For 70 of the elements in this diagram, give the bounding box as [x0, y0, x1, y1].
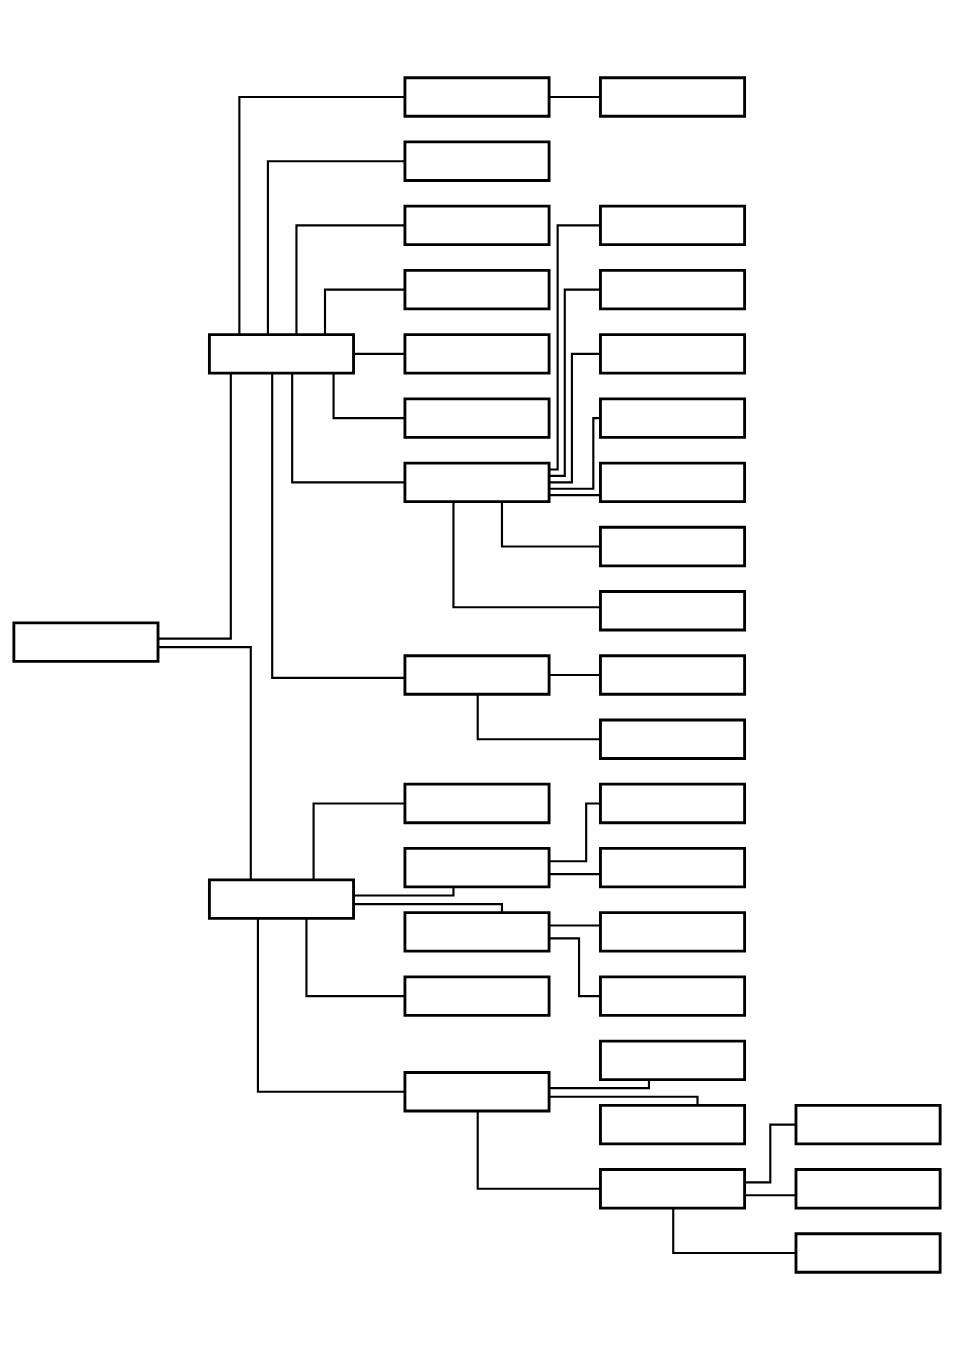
node-box — [403, 461, 551, 503]
connector — [353, 887, 455, 897]
connector — [549, 95, 600, 99]
node-box — [599, 782, 747, 825]
node-box — [599, 525, 747, 568]
connector — [158, 646, 252, 880]
connector — [312, 802, 405, 880]
connector — [549, 924, 600, 927]
connector — [672, 1208, 796, 1255]
node-box — [403, 782, 551, 825]
node-box — [599, 1168, 747, 1210]
node-box — [599, 975, 747, 1017]
node-box — [599, 268, 747, 311]
node-box — [599, 911, 747, 953]
connector — [549, 417, 601, 490]
connector — [271, 373, 405, 679]
node-box — [599, 1039, 747, 1082]
node-box — [207, 878, 355, 920]
connector — [158, 373, 232, 640]
node-box — [599, 1103, 747, 1146]
connector — [744, 1123, 796, 1184]
connector — [549, 873, 600, 876]
connector — [332, 373, 405, 420]
connector — [549, 802, 601, 863]
connector — [549, 1095, 699, 1105]
node-box — [403, 268, 551, 311]
node-box — [794, 1168, 942, 1210]
node-box — [403, 911, 551, 953]
connector — [549, 673, 600, 677]
node-box — [599, 654, 747, 696]
node-box — [794, 1103, 942, 1146]
node-box — [599, 590, 747, 632]
node-box — [403, 397, 551, 439]
connector — [549, 224, 601, 471]
node-box — [599, 718, 747, 760]
connector — [452, 501, 601, 609]
node-box — [403, 654, 551, 696]
node-box — [207, 333, 355, 375]
node-box — [794, 1232, 942, 1274]
connector — [549, 494, 600, 497]
connector — [291, 373, 405, 484]
connector — [549, 288, 601, 477]
node-box — [599, 397, 747, 439]
node-box — [403, 140, 551, 182]
connector — [266, 160, 405, 335]
connector — [500, 501, 601, 548]
node-box — [403, 333, 551, 375]
node-box — [599, 461, 747, 503]
node-box — [599, 333, 747, 375]
connector — [549, 352, 600, 484]
connector — [549, 1079, 651, 1090]
connector — [476, 694, 600, 741]
node-box — [599, 204, 747, 247]
node-box — [12, 621, 160, 663]
node-box — [599, 847, 747, 889]
connector — [744, 1194, 796, 1197]
node-box — [403, 975, 551, 1017]
connector — [238, 95, 405, 335]
connector — [353, 352, 405, 355]
connector — [305, 918, 405, 998]
node-box — [403, 204, 551, 247]
connector — [323, 288, 405, 335]
node-box — [403, 847, 551, 889]
connector — [353, 903, 504, 913]
node-box — [403, 76, 551, 118]
connector — [256, 918, 405, 1093]
connector — [295, 224, 405, 335]
node-box — [599, 76, 747, 118]
node-box — [403, 1071, 551, 1113]
connector — [476, 1111, 600, 1190]
